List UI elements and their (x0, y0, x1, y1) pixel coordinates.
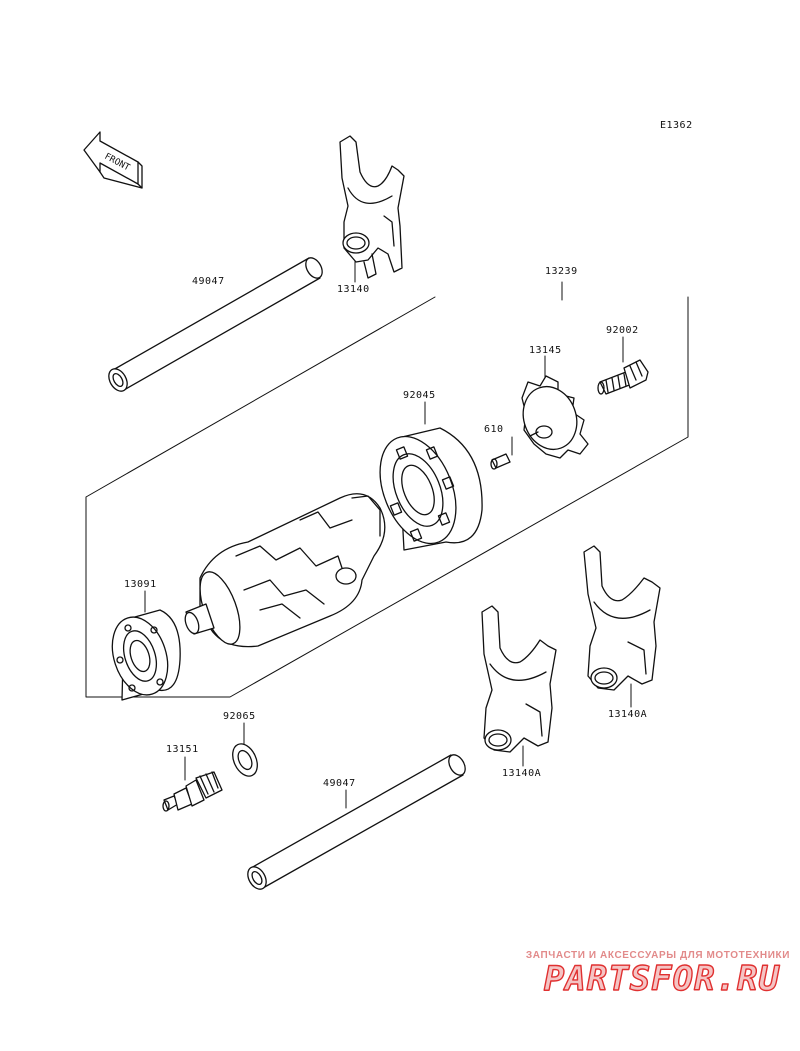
callout-fork-mid: 13140A (502, 768, 542, 779)
partsfor-logo: PARTSFOR.RU (543, 958, 781, 999)
callout-drum-assy: 13239 (545, 266, 578, 277)
callout-bolt: 92002 (606, 325, 639, 336)
washer (232, 743, 258, 777)
shift-rod-bottom (247, 754, 466, 890)
callout-washer: 92065 (223, 711, 256, 722)
shift-rod-top (108, 257, 323, 392)
watermark-tagline: ЗАПЧАСТИ И АКСЕССУАРЫ ДЛЯ МОТОТЕХНИКИ (525, 950, 790, 961)
callout-fork-top: 13140 (337, 284, 370, 295)
diagram-code: E1362 (660, 120, 693, 131)
callout-shaft-top: 49047 (192, 276, 225, 287)
callout-shaft-bottom: 49047 (323, 778, 356, 789)
bearing-right (379, 427, 483, 551)
shift-drum (184, 493, 386, 648)
bolt (597, 359, 649, 395)
callout-pin-plate: 13145 (529, 345, 562, 356)
callout-pin: 610 (484, 424, 504, 435)
shift-fork-right (583, 545, 661, 691)
bearing-left (111, 609, 181, 701)
watermark-logo: PARTSFOR.RU (544, 959, 781, 999)
shift-fork-top (339, 135, 405, 279)
pin (490, 453, 511, 470)
assembly-frame (85, 296, 689, 698)
leader-lines (144, 260, 632, 809)
callout-bearing-left: 13091 (124, 579, 157, 590)
callout-fork-right: 13140A (608, 709, 648, 720)
front-arrow-icon: FRONT (83, 131, 143, 189)
shift-fork-mid (481, 605, 557, 753)
callout-bearing-right: 92045 (403, 390, 436, 401)
callout-switch: 13151 (166, 744, 199, 755)
neutral-switch (162, 771, 223, 812)
pin-plate (521, 375, 589, 459)
